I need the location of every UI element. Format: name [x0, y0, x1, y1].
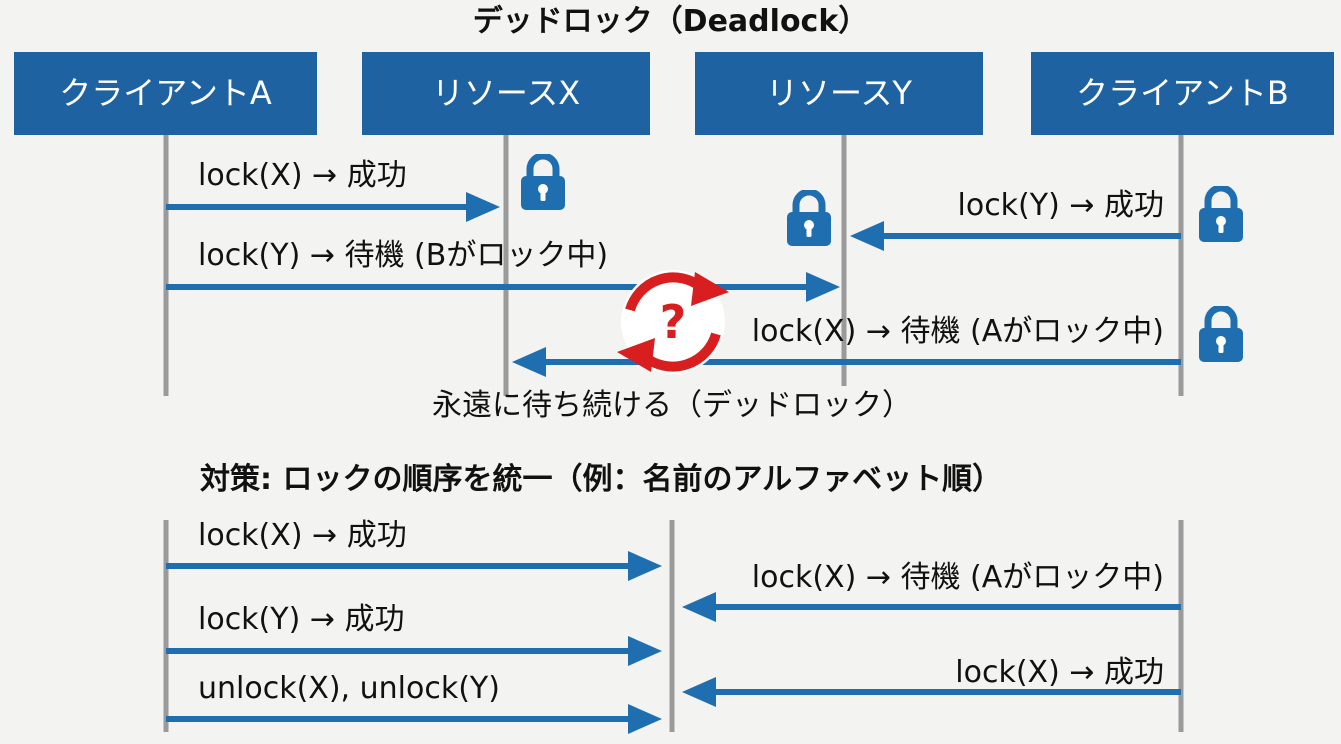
- solution-title: 対策: ロックの順序を統一（例：名前のアルファベット順）: [200, 462, 1003, 497]
- arrow-sol-a-lock-y: [166, 636, 662, 666]
- lifelines-bottom: [163, 520, 1184, 732]
- arrow-sol-b-lock-x-wait: [682, 592, 1181, 622]
- arrows-top: [166, 192, 1181, 377]
- message-b-lock-y: lock(Y) → 成功: [957, 188, 1165, 223]
- arrow-sol-a-unlock: [166, 704, 662, 734]
- arrow-a-lock-y-wait: [166, 272, 840, 302]
- solution-message-b-lock-x: lock(X) → 成功: [955, 655, 1164, 690]
- solution-message-b-lock-x-wait: lock(X) → 待機 (Aがロック中): [751, 560, 1164, 595]
- diagram-title: デッドロック（Deadlock）: [472, 4, 869, 39]
- solution-message-a-unlock: unlock(X), unlock(Y): [198, 671, 500, 706]
- lock-icon: [787, 192, 831, 246]
- participant-client-a: クライアントA: [14, 52, 317, 135]
- arrow-a-lock-x: [166, 192, 500, 222]
- solution-message-a-lock-x: lock(X) → 成功: [198, 518, 407, 553]
- cycle-arrows-icon: ?: [617, 270, 729, 374]
- arrows-bottom: [166, 551, 1181, 734]
- cycle-question-mark: ?: [660, 295, 687, 349]
- message-b-lock-x-wait: lock(X) → 待機 (Aがロック中): [751, 314, 1164, 349]
- message-a-lock-x: lock(X) → 成功: [198, 158, 407, 193]
- message-a-lock-y-wait: lock(Y) → 待機 (Bがロック中): [198, 238, 609, 273]
- arrow-sol-a-lock-x: [166, 551, 662, 581]
- lifelines-top: [163, 135, 1184, 396]
- solution-message-a-lock-y: lock(Y) → 成功: [198, 602, 405, 637]
- participant-resource-x: リソースX: [362, 52, 650, 135]
- deadlock-caption: 永遠に待ち続ける（デッドロック）: [432, 388, 912, 423]
- lock-icon: [521, 156, 565, 210]
- arrow-b-lock-x-wait: [512, 347, 1181, 377]
- arrow-sol-b-lock-x: [682, 677, 1181, 707]
- lock-icon: [1199, 308, 1243, 362]
- participant-resource-y: リソースY: [695, 52, 983, 135]
- arrow-b-lock-y: [850, 221, 1181, 251]
- lock-icon: [1199, 188, 1243, 242]
- participant-client-b: クライアントB: [1031, 52, 1334, 135]
